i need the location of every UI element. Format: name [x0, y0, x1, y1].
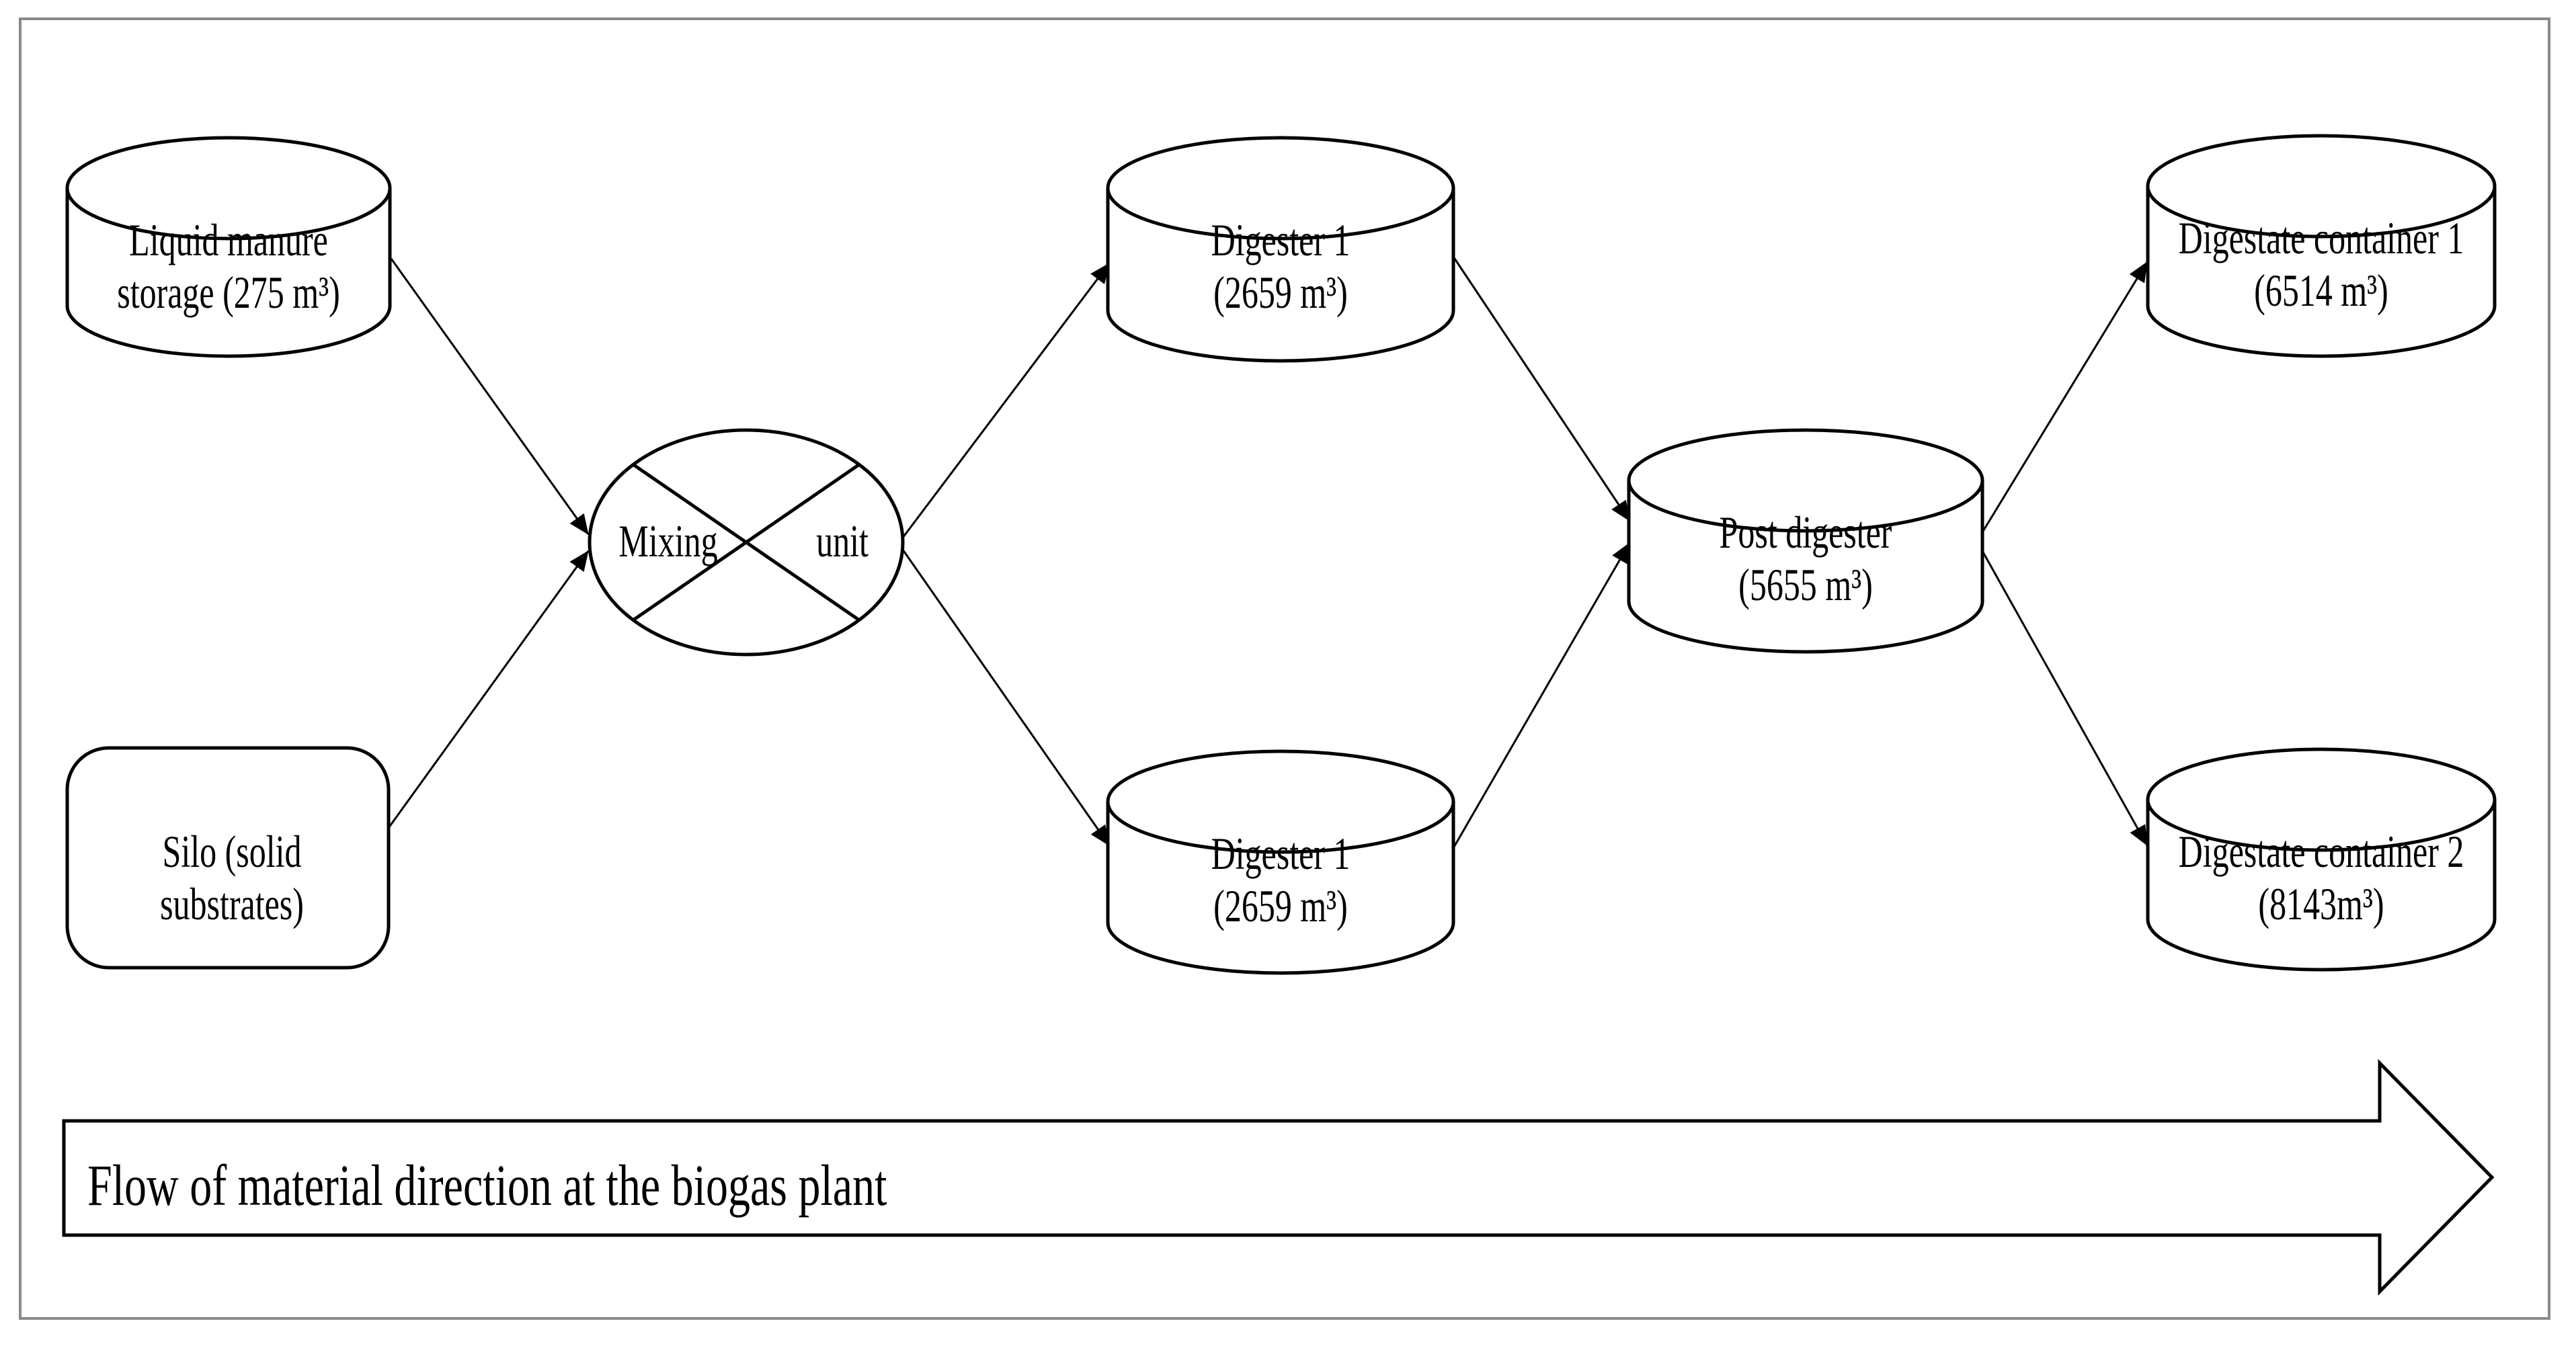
- node-label: Digester 1: [1211, 829, 1351, 879]
- node-label: (2659 m³): [1213, 267, 1348, 318]
- node-label: Silo (solid: [163, 827, 302, 877]
- cylinder-top: [65, 136, 392, 241]
- edge-mixing-to-digester-1-top: [901, 263, 1111, 538]
- node-post-digester: Post digester (5655 m³): [1627, 428, 1984, 654]
- node-label: Liquid manure: [129, 215, 328, 265]
- edge-silo-to-mixing: [387, 550, 590, 829]
- rounded-rect: [65, 746, 391, 970]
- node-mixing-unit: Mixing unit: [588, 428, 905, 657]
- node-digestate-container-2: Digestate container 2 (8143m³): [2146, 747, 2497, 972]
- node-label: Digester 1: [1211, 215, 1351, 265]
- node-label: Post digester: [1720, 507, 1892, 558]
- node-label: (5655 m³): [1738, 560, 1873, 610]
- banner-arrow-shape: [62, 1058, 2495, 1296]
- node-label: unit: [816, 516, 869, 566]
- node-label: (8143m³): [2258, 879, 2384, 929]
- edge-post-digester-to-container-2: [1981, 550, 2148, 846]
- cylinder-top: [2146, 747, 2497, 852]
- node-liquid-manure-storage: Liquid manure storage (275 m³): [65, 136, 392, 358]
- edges: [387, 256, 2148, 849]
- node-label: substrates): [160, 879, 304, 929]
- cylinder-top: [1106, 749, 1455, 854]
- node-label: Mixing: [618, 516, 717, 566]
- edge-liquid-manure-to-mixing: [390, 258, 590, 535]
- flow-direction-label: Flow of material direction at the biogas…: [87, 1152, 887, 1218]
- node-silo: Silo (solid substrates): [65, 746, 391, 970]
- edge-post-digester-to-container-1: [1981, 261, 2148, 533]
- mixing-cross-line: [633, 463, 860, 622]
- edge-digester-1-top-to-post-digester: [1452, 256, 1631, 521]
- node-label: (6514 m³): [2254, 265, 2388, 316]
- node-digestate-container-1: Digestate container 1 (6514 m³): [2146, 134, 2497, 358]
- edge-digester-1-bottom-to-post-digester: [1452, 542, 1631, 849]
- edge-mixing-to-digester-1-bottom: [901, 549, 1111, 846]
- flow-direction-arrow: Flow of material direction at the biogas…: [62, 1058, 2495, 1296]
- node-label: storage (275 m³): [117, 267, 340, 318]
- node-digester-1-bottom: Digester 1 (2659 m³): [1106, 749, 1455, 975]
- cylinder-top: [1627, 428, 1984, 533]
- cylinder-top: [1106, 136, 1455, 241]
- cylinder-top: [2146, 134, 2497, 239]
- node-label: Digestate container 1: [2179, 213, 2464, 263]
- figure-border: [19, 17, 2550, 1320]
- node-label: (2659 m³): [1213, 881, 1348, 931]
- node-label: Digestate container 2: [2179, 827, 2464, 877]
- node-digester-1-top: Digester 1 (2659 m³): [1106, 136, 1455, 363]
